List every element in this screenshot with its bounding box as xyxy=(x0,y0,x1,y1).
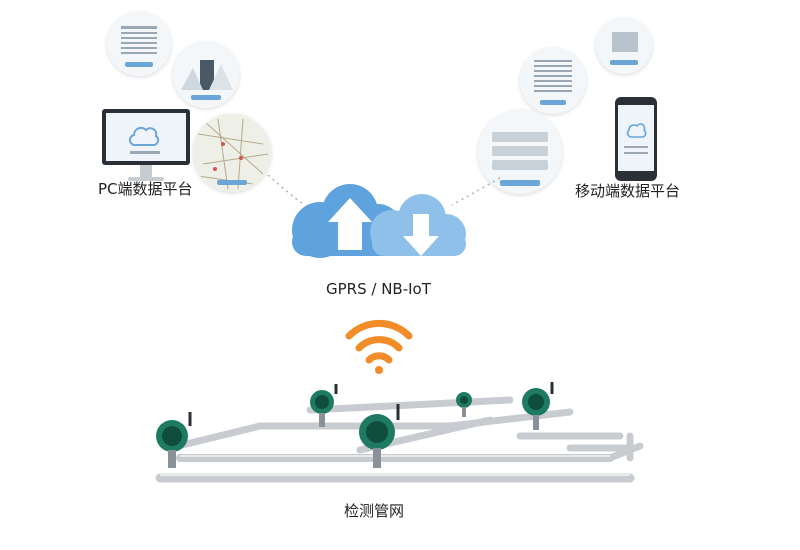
mobile-platform-cluster xyxy=(478,18,688,198)
pc-map-thumbnail xyxy=(193,114,271,192)
device-list-thumbnail-graphic xyxy=(492,132,548,186)
flow-meter-icon xyxy=(452,388,476,418)
mobile-small-thumbnail xyxy=(596,18,652,74)
pc-platform-label: PC端数据平台 xyxy=(98,180,193,198)
flow-meter-icon xyxy=(518,380,558,432)
list-thumbnail-graphic xyxy=(534,60,572,105)
flow-meter-icon xyxy=(306,382,342,428)
cloud-upload-download-icon xyxy=(280,180,470,260)
mobile-platform-label: 移动端数据平台 xyxy=(575,182,681,200)
flow-meter-icon xyxy=(150,410,198,470)
smartphone-icon xyxy=(614,96,658,182)
pipe-network-label: 检测管网 xyxy=(344,502,405,520)
pc-platform-cluster xyxy=(95,12,295,202)
network-label: GPRS / NB-IoT xyxy=(326,280,431,298)
pc-table-thumbnail xyxy=(107,12,171,76)
building-thumbnail-graphic xyxy=(181,60,233,100)
map-thumbnail-graphic xyxy=(193,114,271,192)
pipe-network-diagram xyxy=(130,378,670,498)
table-thumbnail-graphic xyxy=(121,26,157,67)
mobile-device-list-thumbnail xyxy=(478,110,562,194)
pc-building-thumbnail xyxy=(173,42,239,108)
desktop-monitor-icon xyxy=(100,107,192,187)
mobile-list-thumbnail xyxy=(520,48,586,114)
small-thumbnail-graphic xyxy=(610,32,638,65)
flow-meter-icon xyxy=(352,402,406,470)
wifi-signal-icon xyxy=(344,318,414,374)
